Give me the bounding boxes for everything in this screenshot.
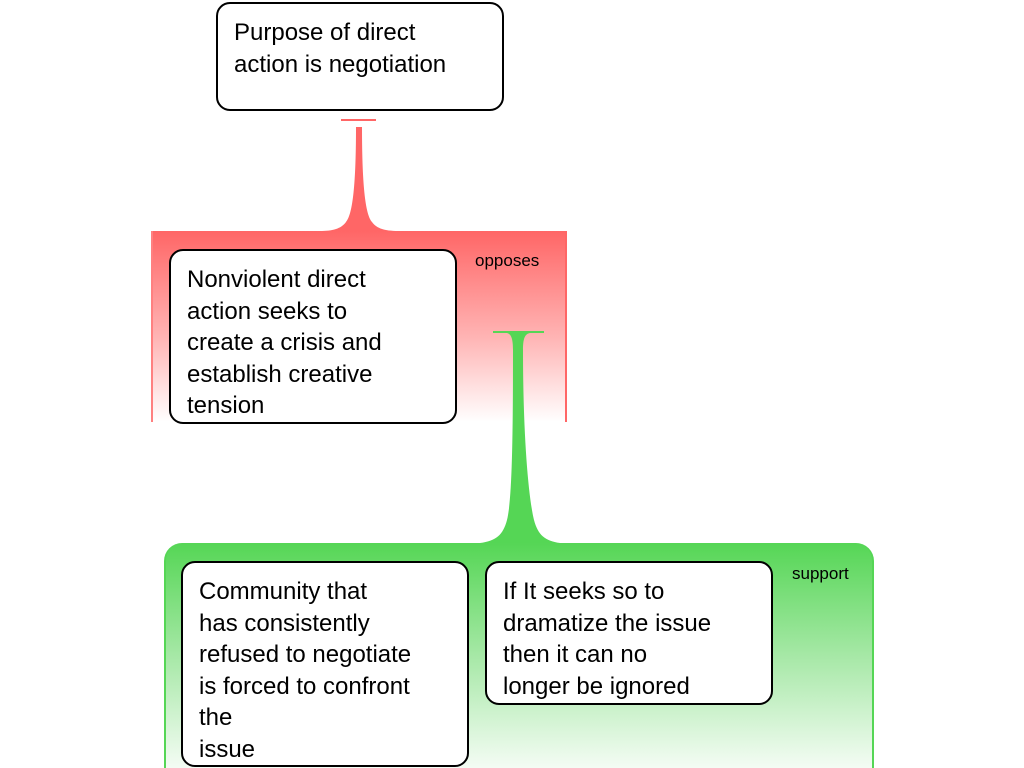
opposes-label: opposes	[475, 251, 540, 270]
support-connector-stem	[480, 333, 560, 543]
support-label: support	[792, 564, 849, 583]
root-claim-node[interactable]: Purpose of direct action is negotiation	[216, 2, 504, 111]
supporting-claim-node[interactable]: Community that has consistently refused …	[181, 561, 469, 767]
opposes-connector-bar	[341, 119, 376, 121]
support-connector	[480, 331, 560, 543]
opposing-claim-node[interactable]: Nonviolent direct action seeks to create…	[169, 249, 457, 424]
opposes-connector	[320, 119, 398, 231]
support-connector-bar	[493, 331, 544, 333]
opposes-connector-stem	[320, 127, 398, 231]
supporting-claim-node[interactable]: If It seeks so to dramatize the issue th…	[485, 561, 773, 705]
